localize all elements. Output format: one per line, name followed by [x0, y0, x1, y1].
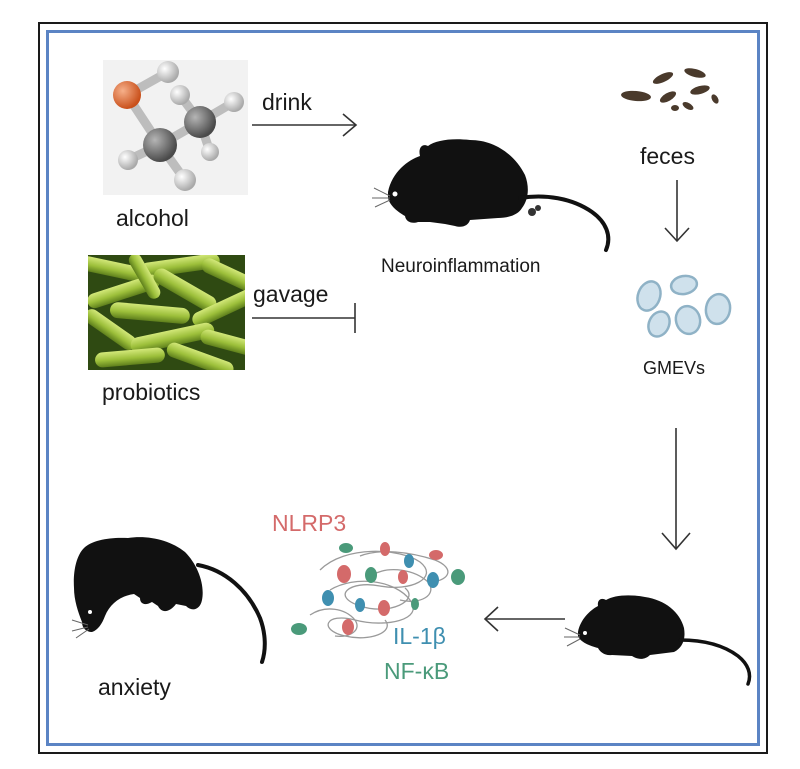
mouse-anxiety-icon: [71, 537, 267, 664]
inner-frame: [46, 30, 760, 746]
feces-pellets-icon: [621, 68, 719, 111]
inflammasome-cluster-icon: [291, 542, 465, 639]
feces-to-gmevs-arrow: [664, 180, 690, 243]
neuroinflammation-label: Neuroinflammation: [381, 256, 541, 277]
gavage-inhibition-arrow: [252, 303, 356, 333]
gmevs-vesicles-icon: [636, 274, 732, 338]
oxygen-atom: [113, 81, 141, 109]
mouse-neuroinflammation-icon: [372, 139, 611, 252]
il1b-label: IL-1β: [393, 623, 446, 649]
anxiety-label: anxiety: [98, 674, 171, 700]
gmevs-to-mouse-arrow: [661, 428, 691, 551]
mouse-to-inflammasome-arrow: [483, 606, 565, 632]
probiotics-bacteria-image: [88, 255, 245, 370]
alcohol-molecule-icon: [103, 60, 248, 195]
drink-arrow: [252, 113, 358, 137]
nlrp3-label: NLRP3: [272, 510, 347, 536]
probiotics-label: probiotics: [102, 379, 201, 405]
alcohol-label: alcohol: [116, 205, 189, 231]
gavage-label: gavage: [253, 281, 329, 307]
nfkb-label: NF-κB: [384, 658, 450, 684]
feces-label: feces: [640, 143, 695, 169]
mouse-recipient-icon: [564, 595, 752, 686]
outer-frame: [38, 22, 768, 754]
gmevs-label: GMEVs: [643, 358, 706, 378]
drink-label: drink: [262, 89, 312, 115]
